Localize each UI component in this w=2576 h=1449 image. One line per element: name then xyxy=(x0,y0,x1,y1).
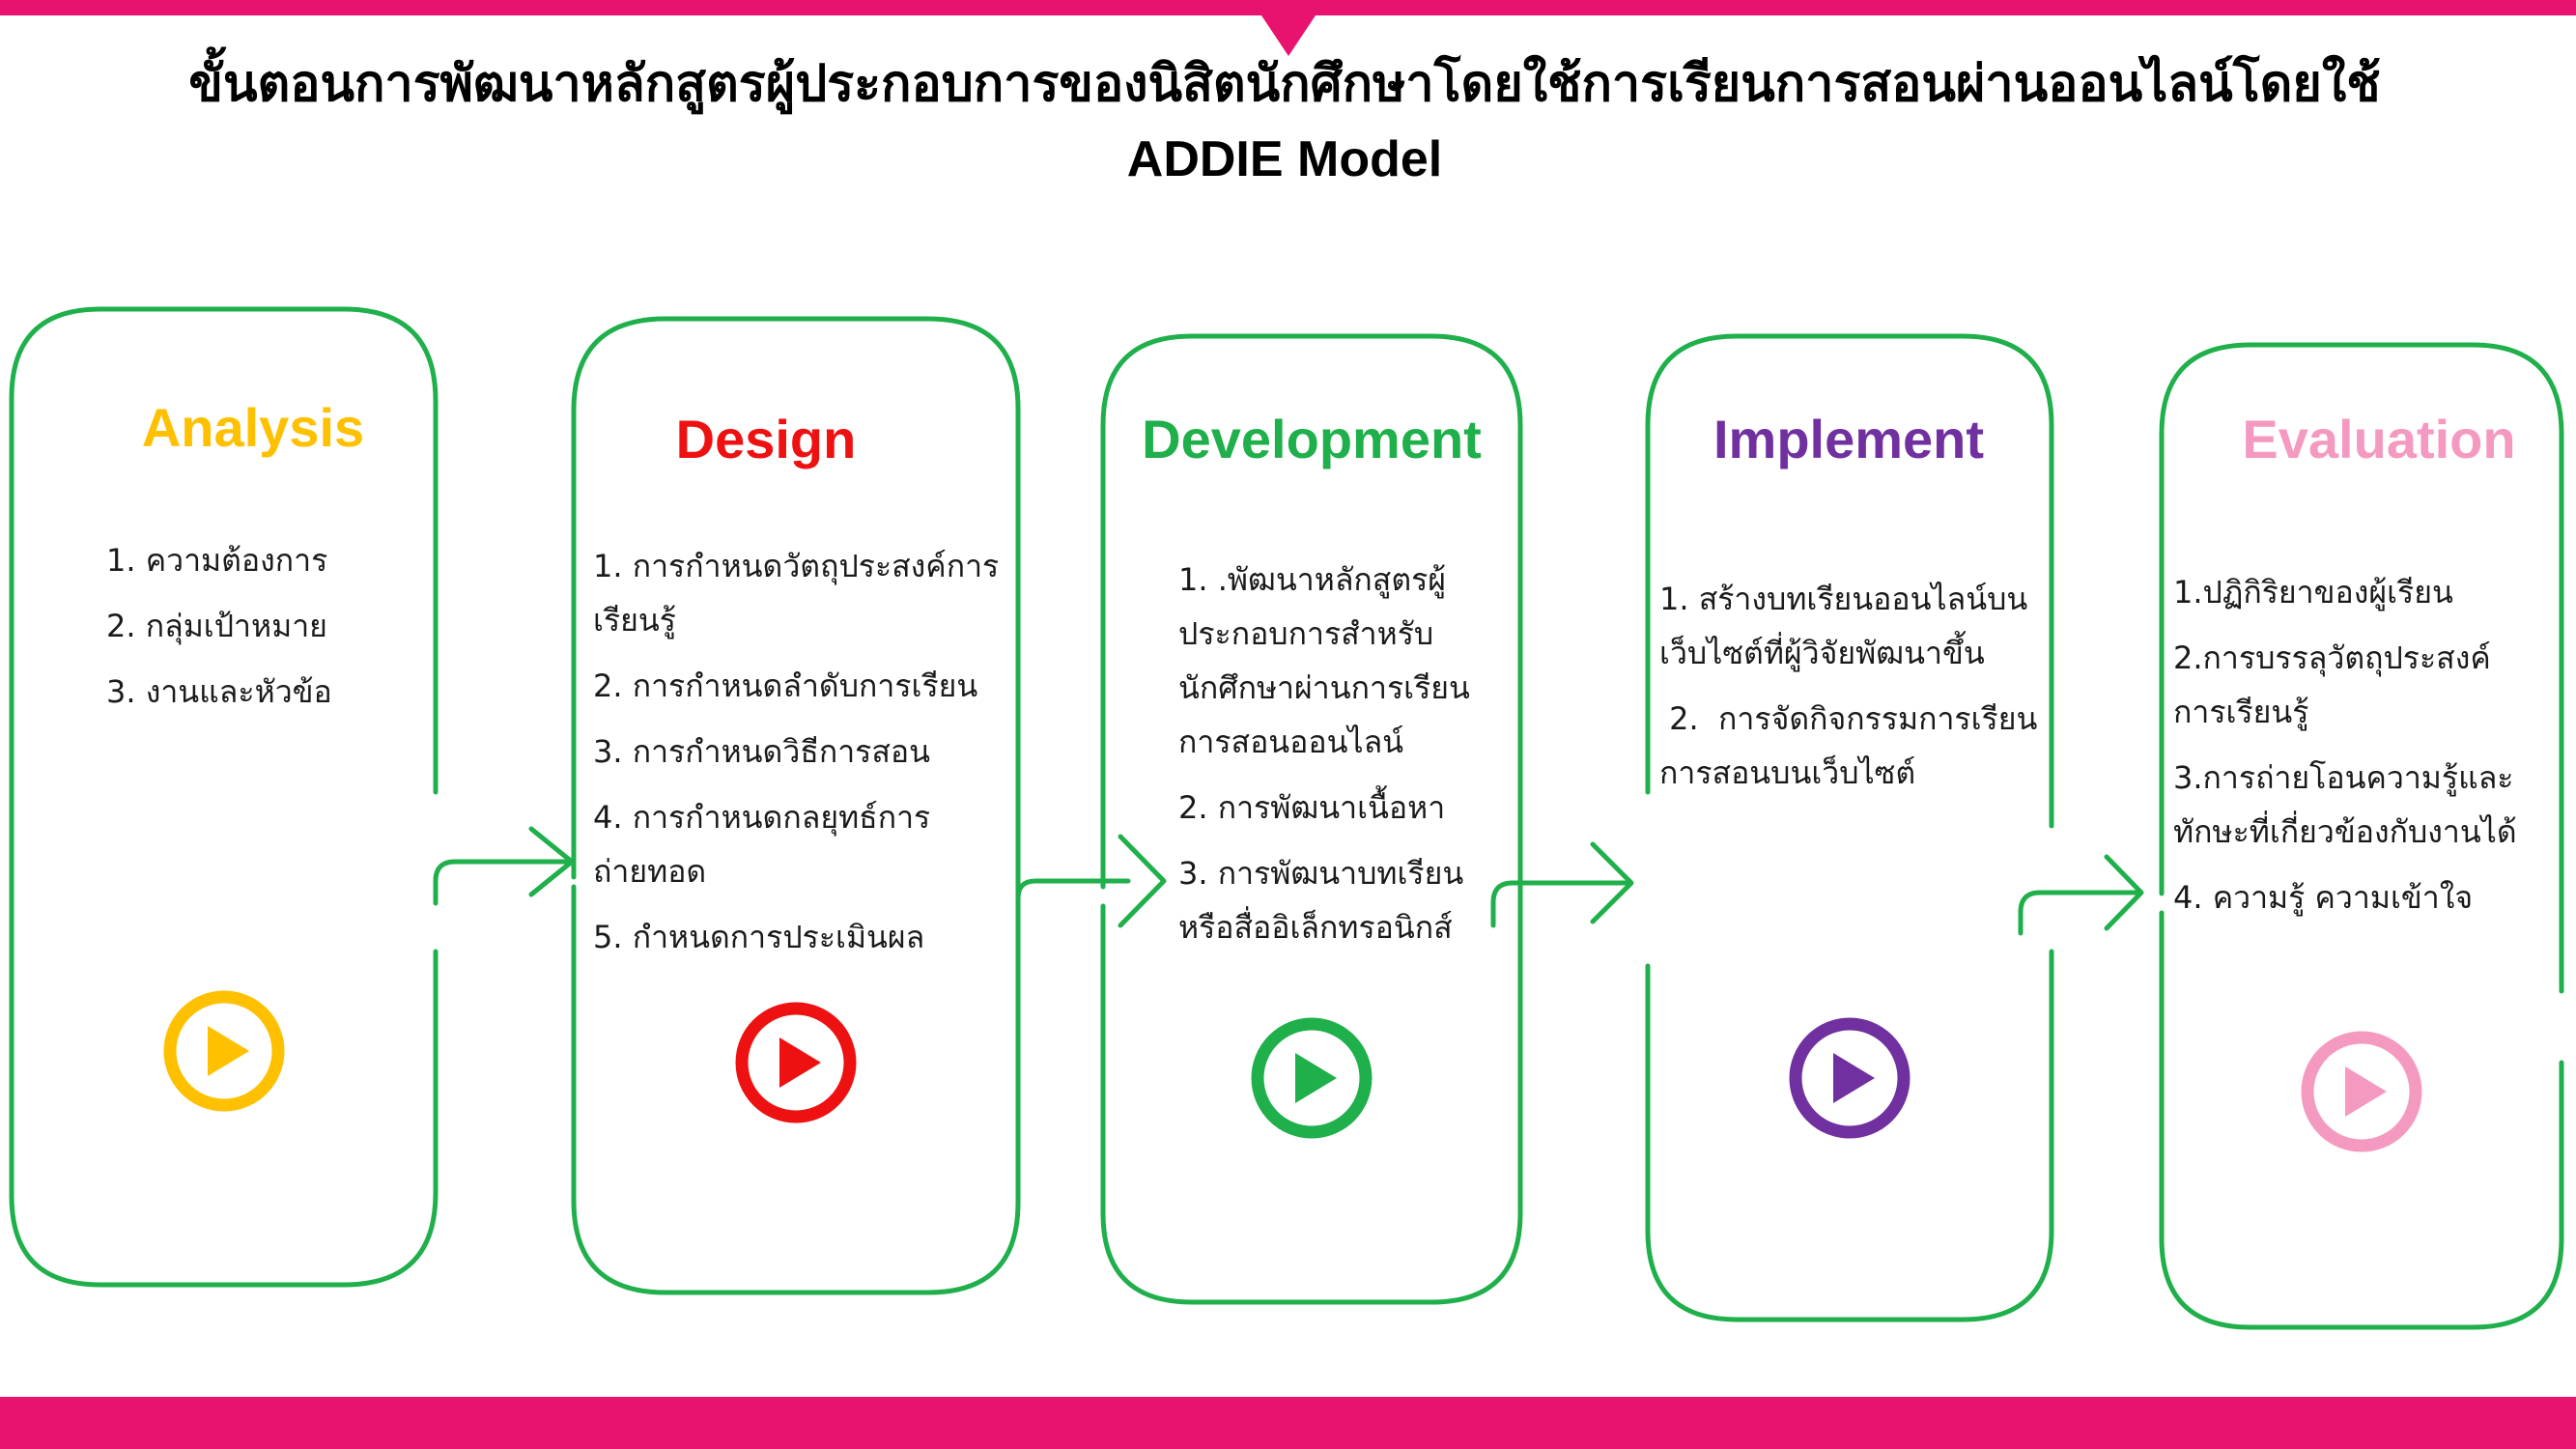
list-item: 4. การกำหนดกลยุทธ์การถ่ายทอด xyxy=(593,799,931,890)
list-item: 3. งานและหัวข้อ xyxy=(106,673,332,710)
list-item: 2. การกำหนดลำดับการเรียน xyxy=(593,668,978,704)
list-item: 3. การพัฒนาบทเรียนหรือสื่ออิเล็กทรอนิกส์ xyxy=(1178,855,1464,946)
play-circle-icon xyxy=(735,1002,857,1123)
list-item: 2.การบรรลุวัตถุประสงค์การเรียนรู้ xyxy=(2173,639,2491,730)
stage-icon-analysis xyxy=(163,990,285,1112)
list-item: 3. การกำหนดวิธีการสอน xyxy=(593,733,930,770)
top-notch-marker xyxy=(1261,15,1316,56)
stage-items-analysis: 1. ความต้องการ 2. กลุ่มเป้าหมาย 3. งานแล… xyxy=(106,533,415,730)
stage-title-evaluation: Evaluation xyxy=(2242,409,2516,469)
play-triangle-icon xyxy=(1833,1053,1875,1103)
list-item: 2. การพัฒนาเนื้อหา xyxy=(1178,789,1446,826)
stage-frame-design xyxy=(571,316,1021,1295)
stage-title-analysis: Analysis xyxy=(141,397,365,458)
list-item: 1.ปฏิกิริยาของผู้เรียน xyxy=(2173,574,2453,611)
list-item: 1. .พัฒนาหลักสูตรผู้ประกอบการสำหรับนักศึ… xyxy=(1178,561,1470,760)
page-title: ขั้นตอนการพัฒนาหลักสูตรผู้ประกอบการของนิ… xyxy=(77,46,2492,197)
list-item: 4. ความรู้ ความเข้าใจ xyxy=(2173,879,2474,916)
stage-frame-evaluation xyxy=(2159,342,2564,1330)
arrow-head-3 xyxy=(1590,841,1634,924)
top-accent-bar xyxy=(0,0,2576,15)
stage-title-implement: Implement xyxy=(1713,409,1985,469)
stage-title-development: Development xyxy=(1142,409,1482,469)
stage-items-design: 1. การกำหนดวัตถุประสงค์การเรียนรู้ 2. กา… xyxy=(593,539,1018,976)
stage-items-development: 1. .พัฒนาหลักสูตรผู้ประกอบการสำหรับนักศึ… xyxy=(1178,553,1507,966)
connector-arrow-3 xyxy=(1490,880,1630,928)
arrow-head-2 xyxy=(1118,834,1167,928)
stage-icon-evaluation xyxy=(2301,1031,2422,1152)
play-circle-icon xyxy=(163,990,285,1112)
stage-title-design: Design xyxy=(675,409,857,469)
stage-frame-development xyxy=(1100,333,1523,1305)
play-circle-icon xyxy=(2301,1031,2422,1152)
play-circle-icon xyxy=(1251,1017,1373,1139)
list-item: 1. การกำหนดวัตถุประสงค์การเรียนรู้ xyxy=(593,548,1000,639)
play-triangle-icon xyxy=(1295,1053,1337,1103)
bottom-accent-bar xyxy=(0,1397,2576,1449)
stage-items-evaluation: 1.ปฏิกิริยาของผู้เรียน 2.การบรรลุวัตถุปร… xyxy=(2173,565,2540,936)
stage-icon-implement xyxy=(1789,1017,1911,1139)
play-triangle-icon xyxy=(779,1037,821,1088)
stage-icon-development xyxy=(1251,1017,1373,1139)
title-line-2: ADDIE Model xyxy=(1126,131,1443,187)
arrow-head-4 xyxy=(2104,854,2144,931)
list-item: 5. กำหนดการประเมินผล xyxy=(593,919,925,955)
list-item: 3.การถ่ายโอนความรู้และทักษะที่เกี่ยวข้อง… xyxy=(2173,759,2517,850)
play-triangle-icon xyxy=(208,1026,249,1076)
stage-items-implement: 1. สร้างบทเรียนออนไลน์บนเว็บไซต์ที่ผู้วิ… xyxy=(1659,572,2046,811)
list-item: 2. การจัดกิจกรรมการเรียนการสอนบนเว็บไซต์ xyxy=(1659,700,2038,791)
connector-arrow-4 xyxy=(2018,890,2142,936)
list-item: 2. กลุ่มเป้าหมาย xyxy=(106,608,327,644)
stage-icon-design xyxy=(735,1002,857,1123)
list-item: 1. สร้างบทเรียนออนไลน์บนเว็บไซต์ที่ผู้วิ… xyxy=(1659,581,2028,671)
play-circle-icon xyxy=(1789,1017,1911,1139)
stage-frame-analysis xyxy=(9,306,439,1288)
stage-frame-implement xyxy=(1645,333,2054,1322)
title-line-1: ขั้นตอนการพัฒนาหลักสูตรผู้ประกอบการของนิ… xyxy=(188,56,2381,112)
connector-arrow-1 xyxy=(433,859,573,906)
play-triangle-icon xyxy=(2345,1066,2387,1117)
arrow-head-1 xyxy=(528,826,575,897)
connector-arrow-2 xyxy=(1015,878,1131,919)
list-item: 1. ความต้องการ xyxy=(106,542,328,579)
